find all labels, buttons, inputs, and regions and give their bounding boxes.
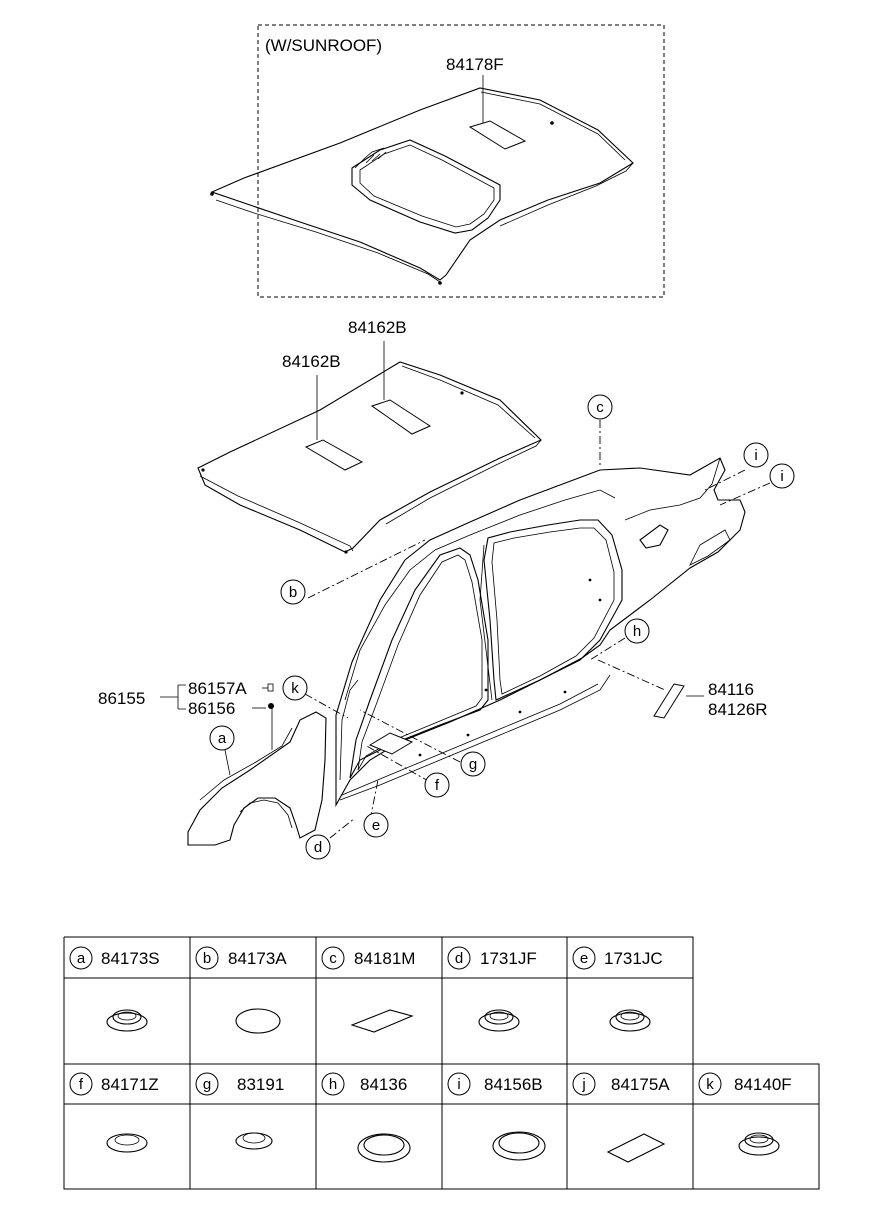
callout-a: a	[209, 725, 235, 776]
parts-table: a 84173S b 84173A c 84181M d 1731JF e 17…	[63, 936, 820, 1190]
label-86155: 86155	[98, 689, 145, 708]
table-cell-k: k 84140F	[698, 1072, 792, 1096]
plug-icon-f	[106, 1133, 148, 1153]
table-cell-i: i 84156B	[447, 1072, 543, 1096]
sunroof-pad-84178F	[468, 120, 527, 150]
svg-text:a: a	[77, 950, 86, 967]
callout-b: b	[280, 579, 306, 605]
svg-text:84136: 84136	[360, 1075, 407, 1094]
svg-text:g: g	[469, 756, 477, 773]
grommet-icon-h	[357, 1133, 411, 1163]
table-cell-g: g 83191	[195, 1072, 284, 1096]
table-cell-a: a 84173S	[69, 946, 160, 970]
roof-pad-left	[304, 439, 364, 471]
svg-text:k: k	[706, 1076, 714, 1093]
svg-text:84140F: 84140F	[734, 1075, 792, 1094]
plug-icon-d	[478, 1009, 520, 1032]
svg-text:i: i	[754, 447, 757, 464]
svg-text:f: f	[79, 1076, 84, 1093]
svg-text:e: e	[372, 817, 380, 834]
callout-i-lower: i	[769, 463, 795, 489]
table-cell-e: e 1731JC	[572, 946, 663, 970]
table-cell-h: h 84136	[321, 1072, 407, 1096]
callout-k: k	[282, 675, 308, 701]
svg-text:84175A: 84175A	[611, 1075, 670, 1094]
sunroof-dashed-frame	[257, 24, 665, 298]
plug-icon-k	[738, 1132, 780, 1156]
svg-text:e: e	[580, 950, 588, 967]
svg-text:h: h	[329, 1076, 337, 1093]
roof-pad-left-label: 84162B	[282, 352, 341, 371]
table-cell-f: f 84171Z	[69, 1072, 159, 1096]
label-86157A: 86157A	[188, 679, 247, 698]
side-pad-84116	[653, 683, 685, 719]
oval-pad-icon-b	[235, 1008, 281, 1034]
roof-pad-top-label: 84162B	[348, 318, 407, 337]
svg-text:84173S: 84173S	[101, 949, 160, 968]
svg-text:f: f	[435, 777, 440, 794]
label-84126R: 84126R	[708, 700, 768, 719]
table-cell-b: b 84173A	[195, 946, 287, 970]
sunroof-title: (W/SUNROOF)	[265, 36, 382, 55]
svg-text:84156B: 84156B	[484, 1075, 543, 1094]
svg-text:k: k	[291, 680, 299, 697]
callout-g: g	[460, 751, 486, 777]
plug-icon-e	[609, 1009, 651, 1032]
svg-text:c: c	[596, 399, 604, 416]
roof-panel: 84162B 84162B	[197, 318, 542, 554]
front-fender	[187, 708, 327, 846]
svg-text:c: c	[329, 950, 337, 967]
sunroof-box: (W/SUNROOF) 84178F	[210, 24, 665, 298]
svg-text:a: a	[218, 730, 227, 747]
pad-f	[368, 732, 414, 755]
svg-text:1731JF: 1731JF	[480, 949, 537, 968]
svg-text:d: d	[314, 839, 322, 856]
table-cell-d: d 1731JF	[447, 946, 537, 970]
square-pad-icon-c	[350, 1009, 414, 1033]
roof-pad-top	[370, 399, 432, 435]
side-panel-part-labels: 84116 84126R	[686, 680, 768, 719]
callout-i-upper: i	[743, 442, 769, 468]
plug-icon-g	[235, 1132, 273, 1150]
svg-text:b: b	[289, 584, 297, 601]
grommet-icon-i	[492, 1131, 546, 1161]
svg-text:1731JC: 1731JC	[604, 949, 663, 968]
square-pad-icon-j	[606, 1133, 666, 1163]
callout-d: d	[305, 834, 331, 860]
svg-text:g: g	[203, 1076, 211, 1093]
body-side-outer	[335, 457, 746, 808]
svg-text:84171Z: 84171Z	[101, 1075, 159, 1094]
table-cell-j: j 84175A	[572, 1072, 670, 1096]
callout-h: h	[624, 618, 650, 644]
callout-f: f	[424, 772, 450, 798]
sunroof-roof-panel	[210, 87, 634, 285]
label-86156: 86156	[188, 699, 235, 718]
svg-text:h: h	[633, 623, 641, 640]
svg-text:j: j	[581, 1076, 585, 1093]
svg-text:84181M: 84181M	[354, 949, 415, 968]
svg-text:b: b	[203, 950, 211, 967]
svg-text:i: i	[457, 1076, 460, 1093]
callout-e: e	[363, 812, 389, 838]
svg-text:83191: 83191	[237, 1075, 284, 1094]
svg-text:84173A: 84173A	[228, 949, 287, 968]
svg-text:i: i	[780, 468, 783, 485]
label-84116: 84116	[708, 680, 754, 699]
svg-text:d: d	[455, 950, 463, 967]
plug-icon-a	[106, 1009, 148, 1032]
table-cell-c: c 84181M	[321, 946, 415, 970]
callout-c: c	[587, 394, 613, 420]
sunroof-part-label: 84178F	[446, 55, 504, 74]
fender-part-labels: 86155 86157A 86156	[98, 679, 274, 718]
leader-lines	[304, 420, 771, 839]
